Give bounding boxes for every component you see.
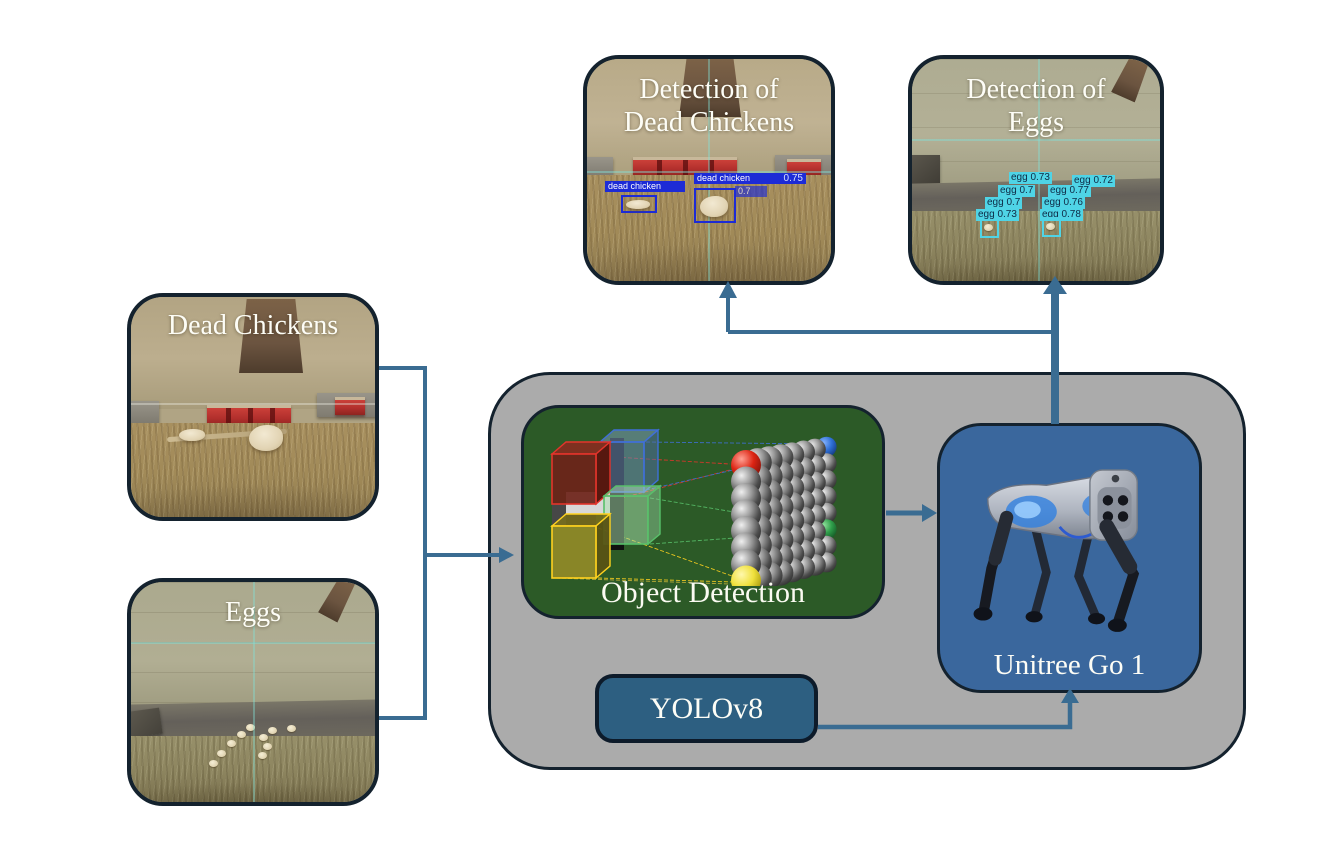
bounding-box-egg [1042,217,1061,237]
input-dead-chickens-card: Dead Chickens [127,293,379,521]
card-title: Detection of Eggs [912,73,1160,139]
unitree-robot-module: Unitree Go 1 [937,423,1202,693]
pipeline-container: Object Detection [488,372,1246,770]
red-feeder [335,397,365,415]
bounding-box-dead-chicken-2 [694,188,736,223]
egg [258,752,267,759]
title-line2: Eggs [1008,107,1064,139]
arrow-branch-to-chickens-output [726,297,1059,334]
detection-dead-chickens-card: Detection of Dead Chickens dead chicken … [583,55,835,285]
egg [237,731,246,738]
feature-map-cubes [550,428,662,580]
card-title: Eggs [225,597,281,628]
dead-chicken [179,429,205,441]
egg [209,760,218,767]
title-line1: Detection of [966,74,1106,105]
detection-label-egg: egg 0.7 [998,185,1036,197]
detection-label-dead-chicken-1: dead chicken [605,181,685,192]
red-feeder [633,157,737,177]
red-feeder [207,405,291,427]
input-eggs-card: Eggs [127,578,379,806]
dark-object [912,155,940,187]
bounding-box-egg [980,219,999,238]
litter-floor [131,736,375,802]
bounding-box-dead-chicken-1 [621,195,657,213]
object-detection-module: Object Detection [521,405,885,619]
red-feeder [787,159,821,176]
confidence-value: 0.75 [783,173,803,184]
litter-floor [587,175,831,281]
detection-eggs-card: Detection of Eggs egg 0.73 egg 0.72 egg … [908,55,1164,285]
dead-chicken [249,425,283,451]
hanging-feeder [239,299,303,373]
egg [268,727,277,734]
detection-label-egg: egg 0.73 [1009,172,1052,184]
arrow-inputs-junction [379,366,499,720]
litter-floor [912,211,1160,281]
detection-label-egg: egg 0.77 [1048,185,1091,197]
unitree-robot-illustration [973,469,1140,632]
title-line1: Detection of [639,74,779,105]
concrete-block [131,401,159,423]
detection-label-occluded: 0.7 [735,186,767,197]
concrete-block [587,157,613,177]
title-line2: Dead Chickens [623,107,795,139]
hanging-feeder [679,59,741,117]
card-title: Detection of Dead Chickens [587,73,831,139]
detection-label-egg: egg 0.72 [1072,175,1115,187]
egg [259,734,268,741]
egg [227,740,236,747]
egg [246,724,255,731]
detection-label-dead-chicken-2: 0.75 dead chicken [694,173,806,184]
egg [263,743,272,750]
egg [287,725,296,732]
object-detection-label: Object Detection [600,576,806,609]
yolov8-module: YOLOv8 [595,674,818,743]
card-title: Dead Chickens [167,310,339,341]
egg [217,750,226,757]
detection-label-egg: egg 0.73 [976,209,1019,221]
robot-label: Unitree Go 1 [993,649,1146,681]
neuron-sphere-stack [731,436,837,586]
detection-label-egg: egg 0.76 [1042,197,1085,209]
detection-label-egg: egg 0.7 [985,197,1023,209]
cnn-illustration [550,428,837,586]
dark-object [131,707,163,739]
